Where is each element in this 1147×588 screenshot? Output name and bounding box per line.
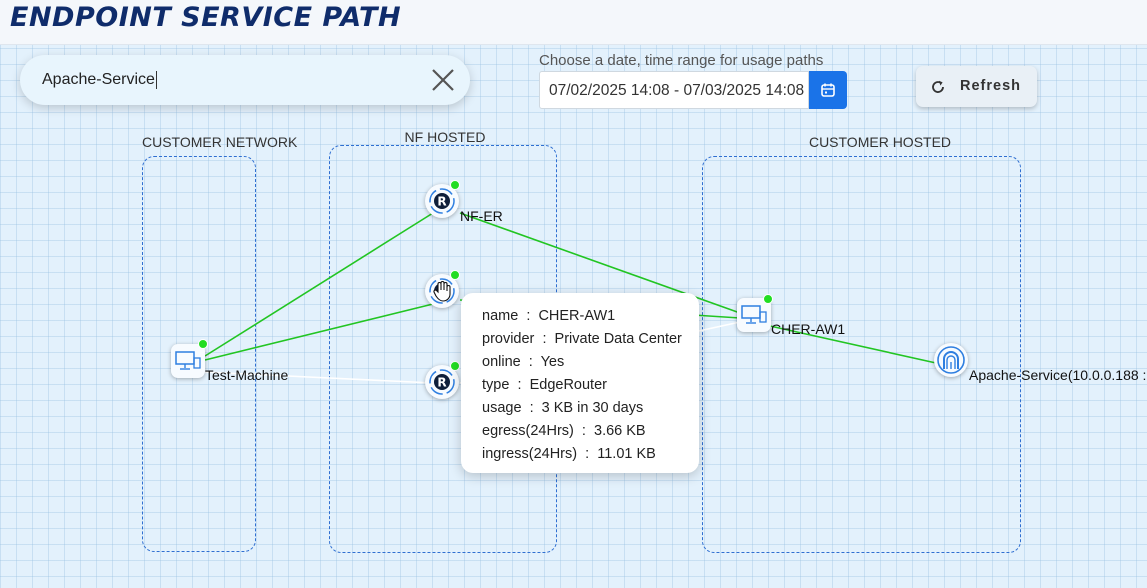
tooltip-value: Private Data Center (554, 331, 682, 347)
link-test-machine-nf-er (204, 212, 434, 357)
online-status-dot (198, 339, 208, 349)
tooltip-row-usage: usage : 3 KB in 30 days (482, 400, 644, 416)
tooltip-key: provider (482, 331, 535, 347)
node-label-test-machine: Test-Machine (205, 367, 289, 383)
close-icon[interactable] (430, 67, 456, 93)
zone-customer-network (142, 156, 256, 552)
tooltip-row-egress: egress(24Hrs) : 3.66 KB (482, 423, 646, 439)
node-info-tooltip: name : CHER-AW1 provider : Private Data … (461, 293, 699, 473)
service-icon (937, 346, 965, 374)
service-search-field[interactable]: Apache-Service (20, 55, 470, 105)
hand-cursor-icon (433, 281, 451, 302)
node-test-machine[interactable] (171, 344, 205, 378)
refresh-button[interactable]: Refresh (916, 66, 1037, 107)
search-input[interactable]: Apache-Service (42, 71, 157, 89)
router-icon: R (429, 188, 455, 214)
tooltip-key: egress(24Hrs) (482, 423, 574, 439)
tooltip-row-name: name : CHER-AW1 (482, 308, 616, 324)
link-test-machine-router-3 (204, 371, 434, 384)
tooltip-value: 11.01 KB (597, 446, 656, 462)
node-label-apache-service: Apache-Service(10.0.0.188 : (969, 367, 1147, 383)
zone-label-customer-hosted: CUSTOMER HOSTED (808, 134, 952, 150)
online-status-dot (450, 361, 460, 371)
calendar-icon (821, 83, 835, 97)
tooltip-value: 3.66 KB (594, 423, 646, 439)
tooltip-key: usage (482, 400, 522, 416)
link-cher-aw1-apache-service (769, 325, 946, 366)
online-status-dot (450, 270, 460, 280)
edge-router-icon (741, 305, 767, 324)
zone-label-customer-network: CUSTOMER NETWORK (142, 134, 298, 150)
refresh-label: Refresh (960, 78, 1021, 94)
link-test-machine-router-2 (204, 303, 434, 361)
tooltip-row-ingress: ingress(24Hrs) : 11.01 KB (482, 446, 656, 462)
tooltip-row-provider: provider : Private Data Center (482, 331, 682, 347)
tooltip-value: EdgeRouter (529, 377, 607, 393)
svg-text:R: R (437, 195, 446, 209)
router-icon: R (429, 369, 455, 395)
tooltip-key: type (482, 377, 510, 393)
date-range-value: 07/02/2025 14:08 - 07/03/2025 14:08 (549, 82, 805, 99)
tooltip-value: Yes (540, 354, 565, 370)
endpoint-icon (175, 351, 201, 370)
zone-customer-hosted (702, 156, 1021, 553)
tooltip-key: online (482, 354, 521, 370)
calendar-button[interactable] (809, 71, 847, 109)
online-status-dot (763, 294, 773, 304)
tooltip-row-online: online : Yes (482, 354, 565, 370)
online-status-dot (450, 180, 460, 190)
refresh-icon (932, 80, 944, 93)
node-label-nf-er: NF-ER (460, 208, 503, 224)
date-range-input[interactable]: 07/02/2025 14:08 - 07/03/2025 14:08 (539, 71, 809, 109)
tooltip-key: ingress(24Hrs) (482, 446, 578, 462)
page-header: ENDPOINT SERVICE PATH (0, 0, 1147, 45)
tooltip-value: CHER-AW1 (538, 308, 616, 324)
zone-label-nf-hosted: NF HOSTED (404, 129, 486, 145)
svg-text:R: R (437, 376, 446, 390)
tooltip-key: name (482, 308, 519, 324)
date-range-label: Choose a date, time range for usage path… (539, 52, 824, 69)
tooltip-row-type: type : EdgeRouter (482, 377, 607, 393)
node-label-cher-aw1: CHER-AW1 (771, 321, 846, 337)
node-apache-service[interactable] (934, 343, 968, 377)
tooltip-value: 3 KB in 30 days (541, 400, 644, 416)
page-title: ENDPOINT SERVICE PATH (10, 2, 402, 33)
